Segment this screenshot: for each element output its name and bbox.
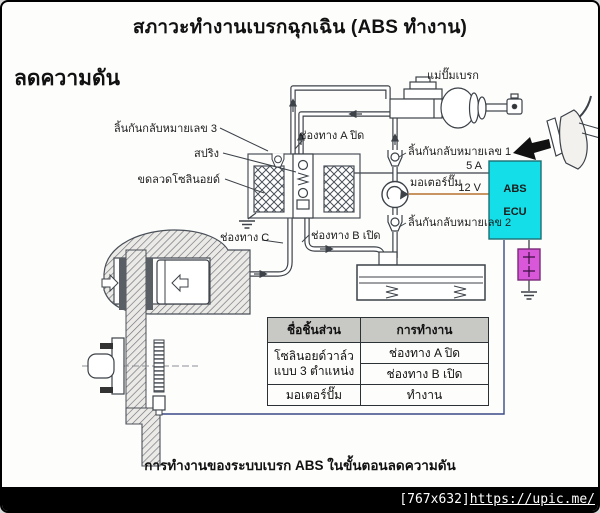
page-title: สภาวะทำงานเบรกฉุกเฉิน (ABS ทำงาน)	[132, 17, 468, 38]
label-channel-a: ช่องทาง A ปิด	[299, 130, 364, 142]
warning-indicator	[517, 248, 541, 300]
leader-lines	[219, 127, 407, 244]
ecu-label-line2: ECU	[503, 206, 526, 218]
cell-op-channel-a: ช่องทาง A ปิด	[360, 342, 489, 364]
label-channel-b: ช่องทาง B เปิด	[311, 230, 381, 242]
pump-motor	[381, 180, 409, 209]
reservoir-spring	[385, 285, 399, 299]
table-row: โซลินอยด์วาล์ว แบบ 3 ตำแหน่ง ช่องทาง A ป…	[267, 342, 489, 385]
label-solenoid-coil: ขดลวดโซลินอยด์	[137, 172, 220, 186]
watermark-bar: [767x632]https://upic.me/	[2, 487, 598, 511]
wheel-stud	[100, 387, 113, 393]
label-motor-pump: มอเตอร์ปั๊ม	[410, 174, 462, 189]
operation-table: ชื่อชิ้นส่วน การทำงาน โซลินอยด์วาล์ว แบบ…	[267, 317, 489, 406]
check-valve-1-symbol	[387, 149, 403, 167]
pad-force-arrow-right	[101, 273, 119, 293]
diagram-labels: แม่ปั๊มเบรก ลิ้นกันกลับหมายเลข 3 สปริง ข…	[114, 67, 512, 244]
solenoid-coil-left	[253, 165, 285, 213]
table-row: ช่องทาง B เปิด	[268, 363, 489, 385]
mode-heading: ลดความดัน	[14, 67, 120, 90]
master-cylinder	[389, 76, 523, 129]
solenoid-coil-right	[323, 165, 355, 213]
solenoid-valve	[238, 152, 361, 229]
brake-pad-outer	[119, 258, 126, 310]
reservoir	[356, 251, 486, 301]
flow-arrows	[254, 98, 400, 279]
label-5a: 5 A	[466, 160, 483, 172]
label-check-valve-2: ลิ้นกันกลับหมายเลข 2	[408, 214, 511, 229]
pedal-press-arrow-icon	[513, 137, 551, 160]
brake-disc	[125, 249, 147, 409]
table-row: มอเตอร์ปั๊ม ทำงาน	[267, 384, 489, 406]
check-valve-3-symbol	[271, 152, 285, 168]
label-master-cylinder: แม่ปั๊มเบรก	[427, 67, 479, 82]
cell-part-motor: มอเตอร์ปั๊ม	[267, 384, 361, 406]
sensor-rotor-ring	[153, 339, 165, 393]
label-channel-c: ช่องทาง C	[220, 232, 269, 244]
driver-foot	[559, 109, 588, 170]
cell-op-channel-b: ช่องทาง B เปิด	[360, 363, 489, 385]
brake-caliper	[101, 229, 251, 409]
table-header-part: ชื่อชิ้นส่วน	[267, 317, 361, 343]
brake-pedal	[513, 95, 598, 170]
label-12v: 12 V	[458, 182, 481, 194]
indicator-ground-icon	[520, 291, 538, 300]
wheel-hub	[82, 337, 198, 467]
ecu-label-line1: ABS	[503, 183, 526, 195]
abs-ecu: ABS ECU	[488, 160, 542, 240]
wheel-stud	[100, 343, 113, 349]
label-spring: สปริง	[194, 148, 219, 160]
table-header-operation: การทำงาน	[360, 317, 489, 343]
brake-pad-inner	[146, 258, 153, 310]
watermark-url: https://upic.me/	[469, 491, 595, 507]
label-check-valve-1: ลิ้นกันกลับหมายเลข 1	[408, 143, 511, 158]
valve-spring	[296, 172, 310, 186]
axle	[87, 353, 115, 379]
wheel-speed-sensor	[152, 395, 166, 411]
cell-part-solenoid: โซลินอยด์วาล์ว แบบ 3 ตำแหน่ง	[267, 342, 361, 385]
check-valve-2-symbol	[387, 214, 403, 232]
coil-ground-icon	[238, 220, 256, 229]
watermark-size: [767x632]	[399, 491, 470, 507]
cell-op-motor: ทำงาน	[360, 384, 489, 406]
piston-force-arrow-left	[171, 273, 189, 293]
reservoir-spring	[453, 285, 467, 299]
label-check-valve-3: ลิ้นกันกลับหมายเลข 3	[114, 120, 217, 135]
figure-caption: การทำงานของระบบเบรก ABS ในขั้นตอนลดความด…	[144, 458, 456, 473]
